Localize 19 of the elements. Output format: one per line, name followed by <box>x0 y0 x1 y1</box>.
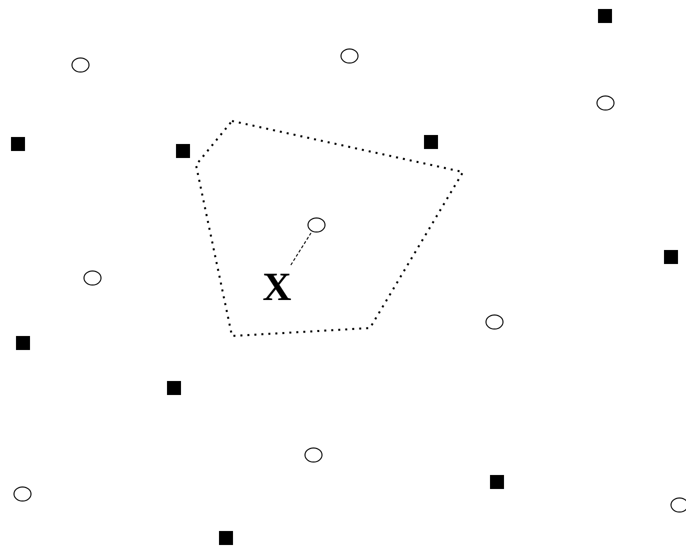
square-marker <box>11 137 25 151</box>
dashed-line <box>290 232 312 266</box>
circle-marker <box>70 57 90 73</box>
square-marker <box>664 250 678 264</box>
circle-marker <box>340 48 358 64</box>
circle-marker <box>304 447 322 463</box>
square-marker <box>424 135 438 149</box>
circle-marker <box>306 217 326 233</box>
square-marker <box>598 9 612 23</box>
circle-marker <box>12 486 32 502</box>
square-marker <box>176 144 190 158</box>
square-marker <box>219 531 233 545</box>
point-label: X <box>259 265 295 309</box>
circle-marker <box>596 95 614 111</box>
square-marker <box>167 381 181 395</box>
square-marker <box>490 475 504 489</box>
circle-marker <box>82 270 102 286</box>
square-marker <box>16 336 30 350</box>
circle-marker <box>484 314 504 330</box>
